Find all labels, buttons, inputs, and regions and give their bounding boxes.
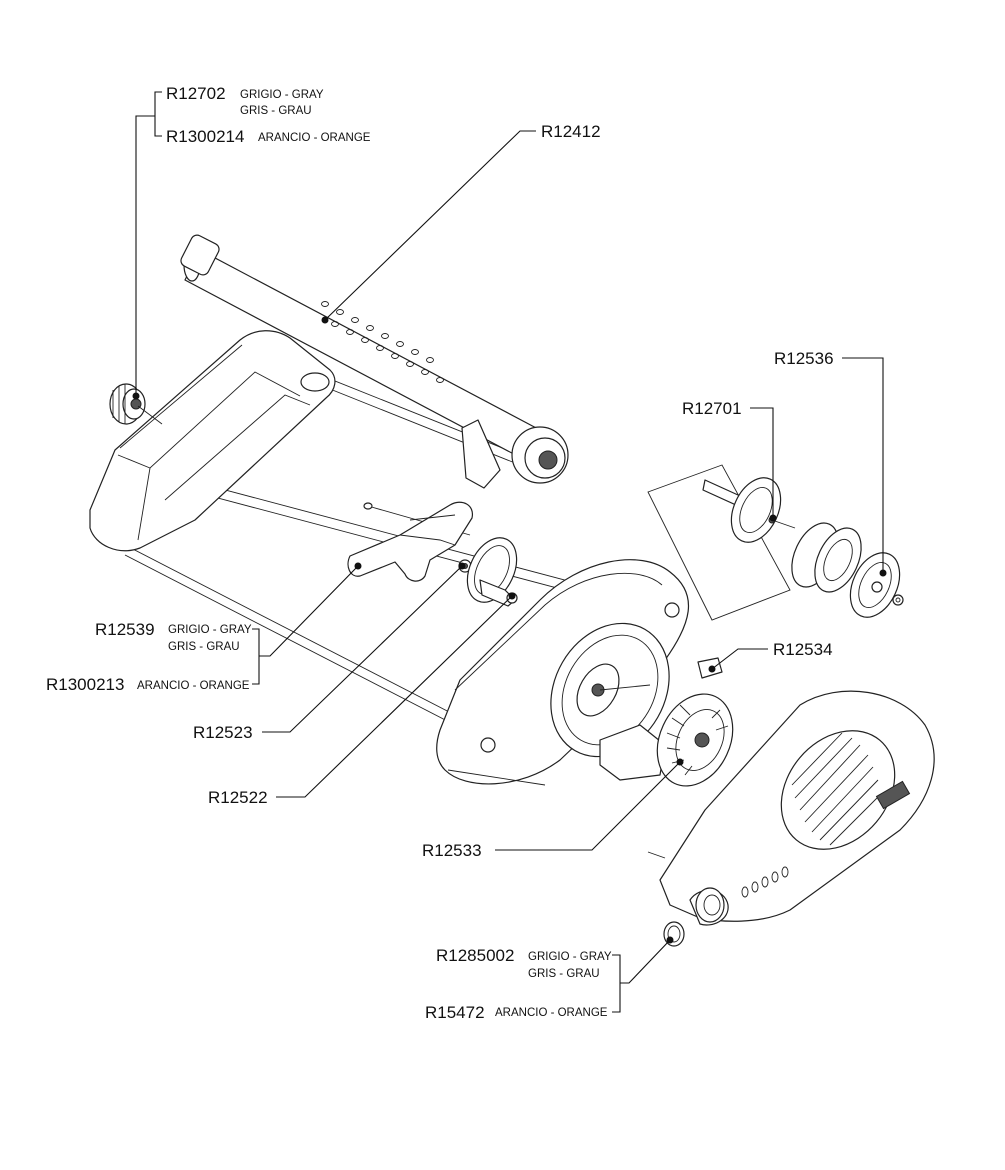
label-r1300214: R1300214 ARANCIO - ORANGE [166,127,371,146]
part-code-r12702: R12702 [166,84,226,103]
color-note-gris: GRIS - GRAU [240,105,312,117]
label-r15472: R15472 ARANCIO - ORANGE [425,1003,608,1022]
part-code-r12533: R12533 [422,841,482,860]
left-frame-arm [89,330,336,552]
part-code-r12536: R12536 [774,349,834,368]
part-code-r12412: R12412 [541,122,601,141]
color-note-gris: GRIS - GRAU [528,968,600,980]
tube-holes [321,301,444,383]
part-code-r1300213: R1300213 [46,675,124,694]
label-r12702: R12702 GRIGIO - GRAY GRIS - GRAU [166,84,324,117]
part-code-r15472: R15472 [425,1003,485,1022]
cover-vents [741,866,789,898]
color-note-gris: GRIS - GRAU [168,641,240,653]
main-housing [436,559,690,786]
cam-part [466,537,518,607]
part-code-r12701: R12701 [682,399,742,418]
color-note-orange: ARANCIO - ORANGE [258,132,371,144]
clamp-lever [347,501,474,582]
label-r12539: R12539 GRIGIO - GRAY GRIS - GRAU [95,620,252,653]
side-cover [647,690,935,926]
part-code-r1300214: R1300214 [166,127,244,146]
part-code-r12534: R12534 [773,640,833,659]
color-note-orange: ARANCIO - ORANGE [495,1007,608,1019]
color-note-gray: GRIGIO - GRAY [168,624,252,636]
part-code-r12523: R12523 [193,723,253,742]
color-note-gray: GRIGIO - GRAY [240,89,324,101]
leader-lines [132,91,887,1013]
part-code-r12539: R12539 [95,620,155,639]
color-note-gray: GRIGIO - GRAY [528,951,612,963]
part-code-r12522: R12522 [208,788,268,807]
axle-tube [180,234,569,489]
label-r1285002: R1285002 GRIGIO - GRAY GRIS - GRAU [436,946,612,980]
cover-grille [791,732,881,846]
color-note-orange: ARANCIO - ORANGE [137,680,250,692]
part-code-r1285002: R1285002 [436,946,514,965]
fan-wheel [599,657,734,787]
label-r1300213: R1300213 ARANCIO - ORANGE [46,675,250,694]
